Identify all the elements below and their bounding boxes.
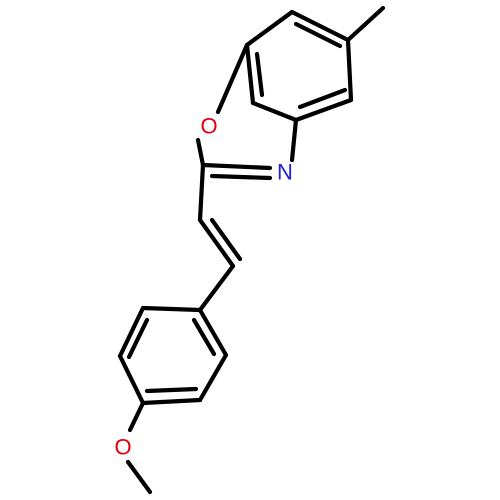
bond	[345, 5, 386, 43]
bond	[209, 217, 243, 262]
bond	[144, 386, 199, 394]
bond	[126, 317, 150, 360]
bond	[197, 307, 229, 358]
bond	[117, 353, 146, 406]
bond	[197, 162, 206, 223]
bond	[191, 317, 217, 357]
bond	[197, 263, 236, 313]
bond	[244, 9, 295, 48]
bond	[345, 37, 354, 103]
bond	[215, 42, 250, 115]
oxygen-atom-label: O	[200, 114, 217, 139]
bond	[209, 173, 273, 181]
bond	[289, 117, 299, 163]
bond	[195, 137, 206, 168]
bond-lines	[117, 5, 386, 495]
nitrogen-atom-label: N	[277, 160, 293, 185]
bond	[125, 459, 153, 495]
bond	[140, 305, 203, 313]
bond	[293, 97, 354, 123]
bond	[244, 42, 256, 106]
bond	[293, 21, 343, 49]
bond	[127, 400, 146, 433]
bond	[254, 51, 265, 98]
bond	[250, 100, 299, 123]
bond	[140, 397, 203, 406]
bond	[289, 9, 351, 43]
oxygen-atom-label: O	[114, 435, 131, 460]
bond	[117, 305, 146, 359]
bond	[197, 352, 229, 403]
bond	[197, 217, 236, 269]
bond	[297, 87, 348, 110]
bond	[200, 162, 273, 171]
